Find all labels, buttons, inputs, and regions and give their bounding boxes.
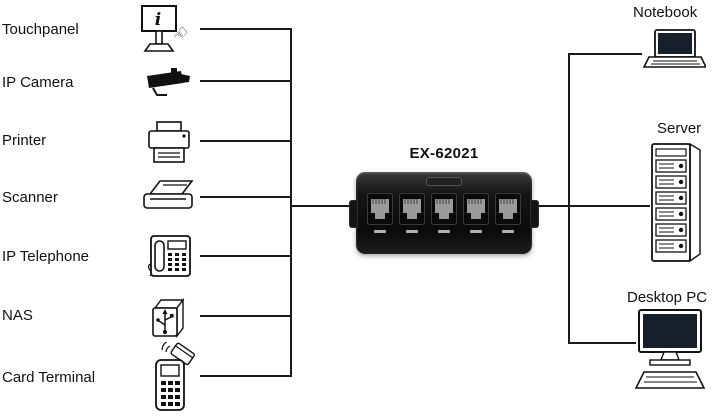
rj45-port-icon <box>431 193 457 225</box>
connector-line <box>200 255 290 257</box>
rj45-port-icon <box>495 193 521 225</box>
port-label-mark <box>502 230 514 233</box>
device-label-ip-camera: IP Camera <box>2 74 74 91</box>
bus-to-switch-line <box>290 205 356 207</box>
device-label-notebook: Notebook <box>633 4 698 21</box>
connector-line <box>200 28 290 30</box>
device-label-scanner: Scanner <box>2 189 58 206</box>
scanner-icon <box>142 178 194 216</box>
ethernet-switch <box>349 172 539 254</box>
device-label-server: Server <box>657 120 702 137</box>
connector-line <box>200 140 290 142</box>
device-label-card-terminal: Card Terminal <box>2 369 96 386</box>
touchpanel-icon: i ☜ <box>138 4 194 56</box>
device-label-nas: NAS <box>2 307 33 324</box>
connector-line <box>200 196 290 198</box>
device-label-ip-telephone: IP Telephone <box>2 248 90 265</box>
notebook-icon <box>642 28 708 80</box>
switch-to-server-line <box>532 205 650 207</box>
ip-camera-icon <box>145 68 195 98</box>
connector-line <box>200 315 290 317</box>
mounting-ear <box>530 200 539 228</box>
left-bus-line <box>290 28 292 377</box>
connector-line <box>568 53 642 55</box>
port-label-mark <box>406 230 418 233</box>
desktop-pc-icon <box>634 308 706 400</box>
svg-text:i: i <box>155 10 161 30</box>
connector-line <box>200 80 290 82</box>
switch-logo <box>426 177 462 186</box>
right-bus-line <box>568 53 570 344</box>
ip-telephone-icon <box>146 232 192 280</box>
printer-icon <box>146 120 192 166</box>
device-label-touchpanel: Touchpanel <box>2 21 79 38</box>
port-label-mark <box>438 230 450 233</box>
port-label-mark <box>470 230 482 233</box>
rj45-port-icon <box>399 193 425 225</box>
nas-icon <box>150 297 186 339</box>
port-label-mark <box>374 230 386 233</box>
card-terminal-icon <box>148 340 196 412</box>
device-label-desktop-pc: Desktop PC <box>627 289 708 306</box>
rj45-port-icon <box>463 193 489 225</box>
device-label-printer: Printer <box>2 132 47 149</box>
switch-ports <box>367 193 521 225</box>
connector-line <box>568 342 636 344</box>
rj45-port-icon <box>367 193 393 225</box>
server-icon <box>650 140 702 265</box>
switch-model-label: EX-62021 <box>409 145 479 162</box>
mounting-ear <box>349 200 358 228</box>
connector-line <box>200 375 290 377</box>
